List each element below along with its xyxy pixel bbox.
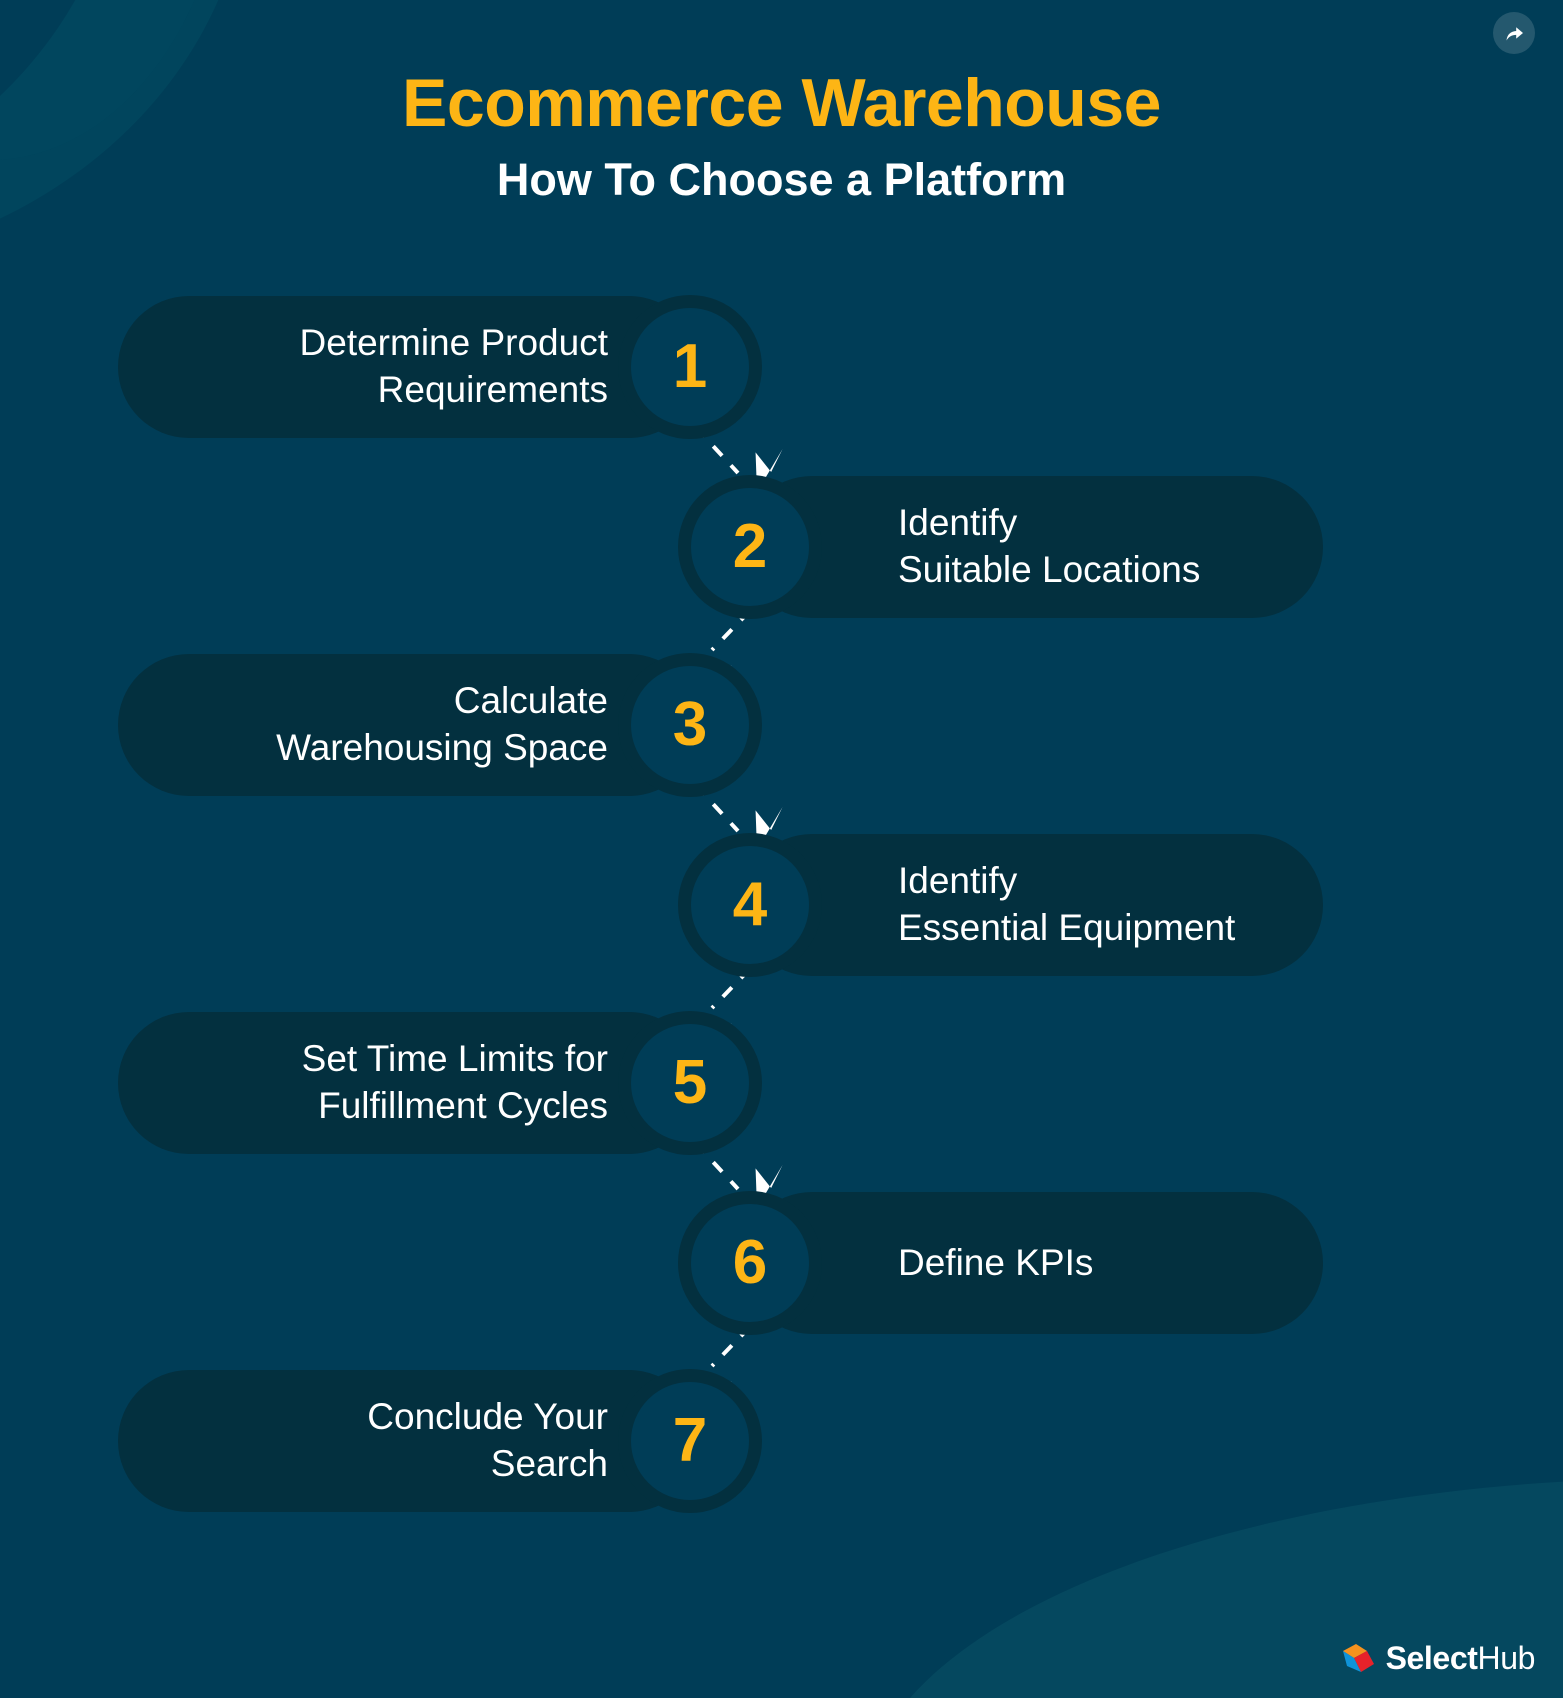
step-number-3: 3 [672,690,708,759]
step-pill-5 [118,1012,700,1154]
page-subtitle: How To Choose a Platform [496,154,1067,206]
step-label-3-line1: Calculate [453,680,608,722]
step-number-4: 4 [732,870,768,939]
step-item-1[interactable]: Determine Product Requirements 1 [118,295,1323,439]
step-label-1-line2: Requirements [377,369,608,410]
step-circle-6: 6 [678,1191,822,1335]
step-label-3-line2: Warehousing Space [276,727,608,768]
step-pill-1 [118,296,700,438]
selecthub-logo[interactable]: SelectHub [1341,1642,1535,1674]
step-label-7-line1: Conclude Your [367,1396,608,1438]
step-pill-2 [741,476,1323,618]
step-label-2: Identify Suitable Locations [898,476,1328,618]
selecthub-wordmark: SelectHub [1385,1640,1536,1676]
header: Ecommerce Warehouse How To Choose a Plat… [0,65,1563,206]
step-label-4-line2: Essential Equipment [898,907,1236,948]
step-label-5: Set Time Limits for Fulfillment Cycles [156,1012,608,1154]
steps-list: Determine Product Requirements 1 2 Ident… [0,295,1563,1546]
step-pill-3 [118,654,700,796]
step-item-7[interactable]: Conclude Your Search 7 [118,1369,1323,1513]
step-label-1: Determine Product Requirements [156,296,608,438]
step-circle-7: 7 [618,1369,762,1513]
step-label-4: Identify Essential Equipment [898,834,1328,976]
share-arrow-icon [1502,21,1526,45]
step-item-5[interactable]: Set Time Limits for Fulfillment Cycles 5 [118,1011,1323,1155]
step-circle-2: 2 [678,475,822,619]
step-number-1: 1 [672,332,708,401]
step-number-7: 7 [672,1406,708,1475]
selecthub-cube-logo-icon [1341,1642,1377,1674]
brand-light: Hub [1477,1640,1535,1676]
step-label-5-line1: Set Time Limits for [301,1038,608,1080]
step-circle-3: 3 [618,653,762,797]
share-button[interactable] [1493,12,1535,54]
step-number-5: 5 [672,1048,708,1117]
step-circle-4: 4 [678,833,822,977]
step-item-4[interactable]: 4 Identify Essential Equipment [118,833,1323,977]
step-number-6: 6 [732,1228,768,1297]
step-label-2-line1: Identify [898,502,1018,544]
step-label-7: Conclude Your Search [156,1370,608,1512]
step-label-1-line1: Determine Product [299,322,608,364]
step-item-6[interactable]: 6 Define KPIs [118,1191,1323,1335]
step-label-6: Define KPIs [898,1192,1328,1334]
step-pill-7 [118,1370,700,1512]
step-label-6-line1: Define KPIs [898,1241,1094,1283]
step-number-2: 2 [732,512,768,581]
step-item-2[interactable]: 2 Identify Suitable Locations [118,475,1323,619]
step-label-7-line2: Search [490,1443,608,1484]
step-circle-1: 1 [618,295,762,439]
step-label-2-line2: Suitable Locations [898,549,1201,590]
step-pill-4 [741,834,1323,976]
step-label-5-line2: Fulfillment Cycles [318,1085,608,1126]
step-item-3[interactable]: Calculate Warehousing Space 3 [118,653,1323,797]
brand-bold: Select [1385,1640,1478,1676]
step-pill-6 [741,1192,1323,1334]
step-label-4-line1: Identify [898,860,1018,902]
step-circle-5: 5 [618,1011,762,1155]
step-label-3: Calculate Warehousing Space [156,654,608,796]
page-title: Ecommerce Warehouse [402,65,1161,141]
